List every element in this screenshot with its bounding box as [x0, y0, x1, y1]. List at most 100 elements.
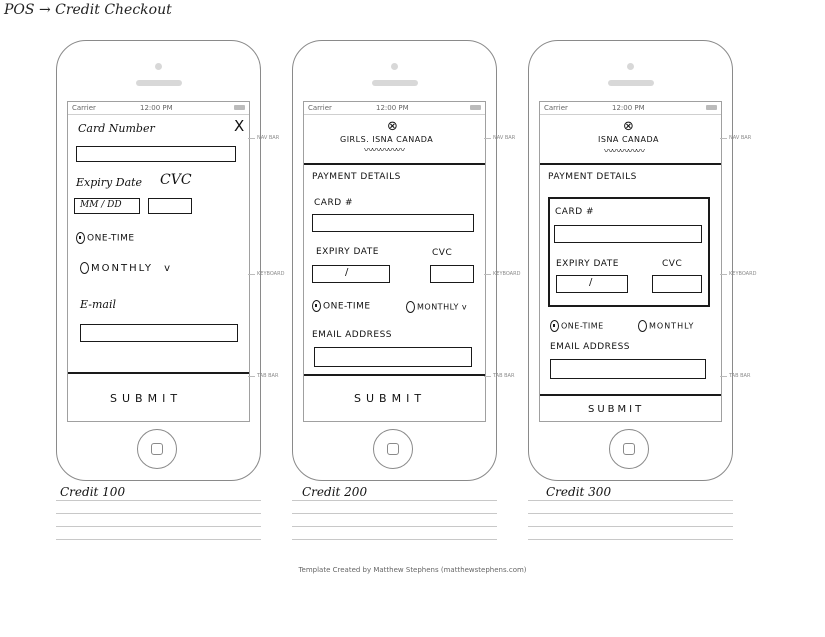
close-icon[interactable]: X	[234, 117, 245, 135]
nav-bar-tick	[484, 138, 491, 139]
expiry-date-label: Expiry Date	[76, 176, 143, 189]
radio-circle-icon	[312, 300, 321, 312]
card-number-input[interactable]	[312, 214, 474, 232]
template-credit: Template Created by Matthew Stephens (ma…	[298, 566, 527, 574]
phone-caption-2: Credit 200	[302, 485, 368, 499]
email-label: E-mail	[80, 298, 116, 311]
card-number-input[interactable]	[554, 225, 702, 243]
screen-1: Carrier 12:00 PM Card Number X Expiry Da…	[67, 101, 250, 422]
phone-frame-1: Carrier 12:00 PM Card Number X Expiry Da…	[56, 40, 261, 481]
nav-bar-label: NAV BAR	[493, 135, 516, 141]
radio-one-time[interactable]: ONE-TIME	[76, 232, 135, 244]
card-number-input[interactable]	[76, 146, 236, 162]
submit-button[interactable]: SUBMIT	[110, 392, 183, 405]
header-title: ISNA CANADA	[598, 135, 659, 144]
note-line	[528, 539, 733, 540]
note-line	[292, 500, 497, 501]
clock-label: 12:00 PM	[376, 104, 409, 112]
screen-3: Carrier 12:00 PM ⊗ ISNA CANADA 〰〰〰〰〰 PAY…	[539, 101, 722, 422]
note-line	[56, 500, 261, 501]
tab-bar-tick	[720, 376, 727, 377]
status-bar: Carrier 12:00 PM	[68, 102, 249, 115]
section-title: PAYMENT DETAILS	[548, 172, 637, 182]
email-input[interactable]	[314, 347, 472, 367]
email-label: EMAIL ADDRESS	[550, 342, 631, 352]
status-bar: Carrier 12:00 PM	[304, 102, 485, 115]
squiggle-underline: 〰〰〰〰〰	[604, 147, 645, 157]
keyboard-label: KEYBOARD	[493, 271, 521, 277]
expiry-date-input[interactable]: MM / DD	[74, 198, 140, 214]
note-line	[528, 526, 733, 527]
nav-bar-tick	[248, 138, 255, 139]
carrier-label: Carrier	[72, 104, 96, 112]
home-square-icon	[151, 443, 163, 455]
keyboard-tick	[720, 274, 727, 275]
home-button[interactable]	[137, 429, 177, 469]
email-input[interactable]	[80, 324, 238, 342]
home-square-icon	[387, 443, 399, 455]
note-line	[528, 500, 733, 501]
email-input[interactable]	[550, 359, 706, 379]
phone-frame-2: Carrier 12:00 PM ⊗ GIRLS. ISNA CANADA 〰〰…	[292, 40, 497, 481]
cvc-input[interactable]	[652, 275, 702, 293]
nav-bar-divider	[304, 163, 485, 165]
radio-one-time[interactable]: ONE-TIME	[550, 320, 604, 332]
speaker-grille	[608, 80, 654, 86]
note-line	[292, 513, 497, 514]
phone-caption-1: Credit 100	[60, 485, 126, 499]
carrier-label: Carrier	[544, 104, 568, 112]
tab-bar-tick	[248, 376, 255, 377]
submit-button[interactable]: SUBMIT	[354, 392, 427, 405]
cvc-input[interactable]	[148, 198, 192, 214]
battery-icon	[706, 105, 717, 110]
clock-label: 12:00 PM	[140, 104, 173, 112]
card-label: CARD #	[314, 198, 354, 208]
expiry-value: /	[589, 277, 593, 288]
email-label: EMAIL ADDRESS	[312, 330, 393, 340]
camera-dot	[155, 63, 162, 70]
submit-button[interactable]: SUBMIT	[588, 404, 645, 415]
radio-monthly[interactable]: MONTHLY v	[80, 262, 172, 274]
note-line	[292, 526, 497, 527]
logo-icon: ⊗	[623, 119, 634, 134]
home-button[interactable]	[373, 429, 413, 469]
camera-dot	[627, 63, 634, 70]
radio-circle-icon	[80, 262, 89, 274]
keyboard-tick	[484, 274, 491, 275]
squiggle-underline: 〰〰〰〰〰	[364, 146, 405, 156]
carrier-label: Carrier	[308, 104, 332, 112]
expiry-date-label: EXPIRY DATE	[316, 247, 379, 257]
logo-icon: ⊗	[387, 119, 398, 134]
cvc-label: CVC	[432, 248, 453, 258]
note-line	[528, 513, 733, 514]
screen-2: Carrier 12:00 PM ⊗ GIRLS. ISNA CANADA 〰〰…	[303, 101, 486, 422]
battery-icon	[470, 105, 481, 110]
home-square-icon	[623, 443, 635, 455]
chevron-down-icon: v	[164, 263, 173, 274]
radio-one-time[interactable]: ONE-TIME	[312, 300, 371, 312]
section-title: PAYMENT DETAILS	[312, 172, 401, 182]
tab-bar-divider	[540, 394, 721, 396]
tab-bar-divider	[68, 372, 249, 374]
radio-monthly[interactable]: MONTHLY v	[406, 301, 467, 313]
keyboard-label: KEYBOARD	[729, 271, 757, 277]
radio-monthly[interactable]: MONTHLY	[638, 320, 694, 332]
home-button[interactable]	[609, 429, 649, 469]
keyboard-tick	[248, 274, 255, 275]
tab-bar-divider	[304, 374, 485, 376]
clock-label: 12:00 PM	[612, 104, 645, 112]
note-line	[56, 539, 261, 540]
battery-icon	[234, 105, 245, 110]
speaker-grille	[136, 80, 182, 86]
status-bar: Carrier 12:00 PM	[540, 102, 721, 115]
tab-bar-label: TAB BAR	[729, 373, 751, 379]
expiry-date-input[interactable]: /	[556, 275, 628, 293]
expiry-date-input[interactable]: /	[312, 265, 390, 283]
expiry-value: /	[345, 267, 349, 278]
nav-bar-divider	[540, 163, 721, 165]
card-details-group: CARD # EXPIRY DATE CVC /	[548, 197, 710, 307]
cvc-input[interactable]	[430, 265, 474, 283]
nav-bar-label: NAV BAR	[257, 135, 280, 141]
cvc-label: CVC	[662, 259, 683, 269]
chevron-down-icon: v	[461, 302, 468, 312]
